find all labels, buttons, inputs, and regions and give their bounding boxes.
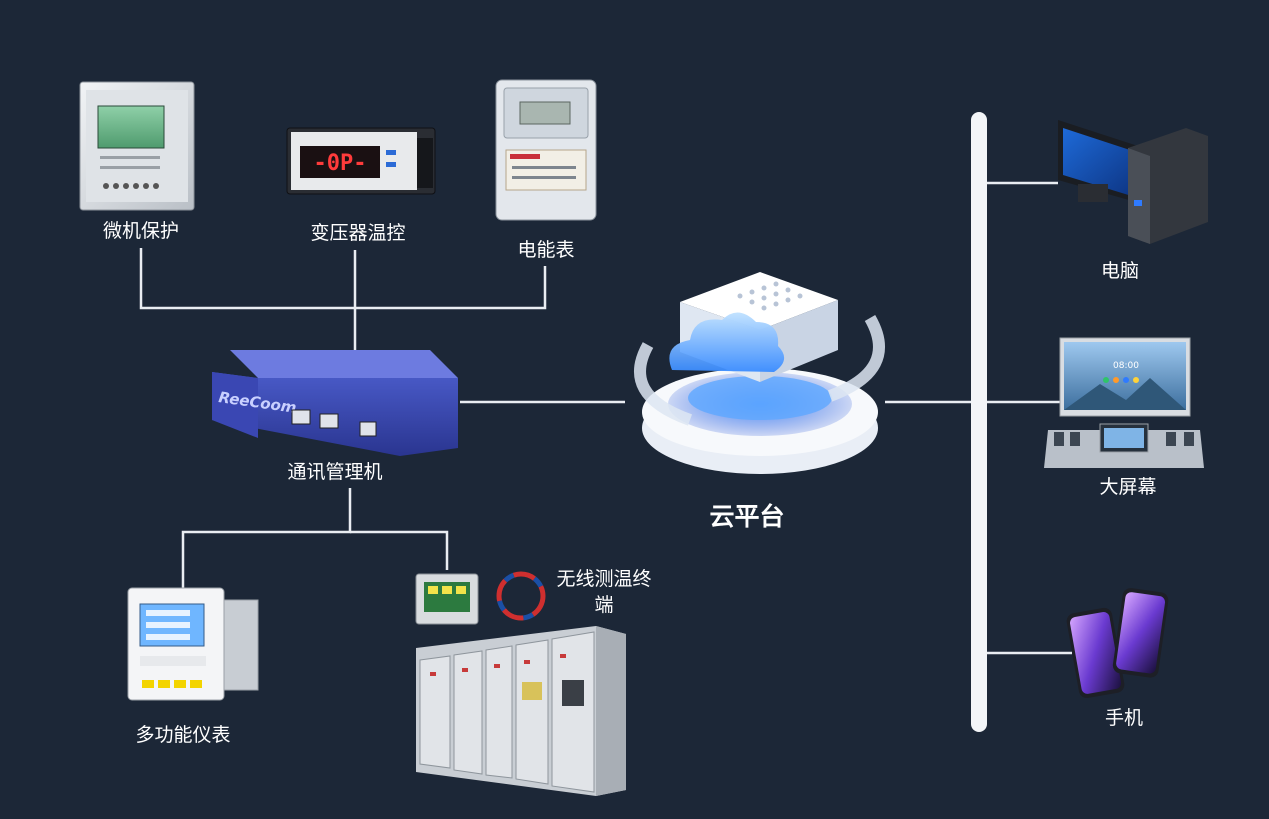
label-multifunction-meter: 多功能仪表 — [135, 724, 231, 746]
big-screen-graphic: 08:00 — [1044, 337, 1204, 468]
label-microcomputer-protection: 微机保护 — [102, 220, 180, 242]
label-comm-manager: 通讯管理机 — [287, 461, 383, 483]
transformer-temp-controller: -0P- — [286, 127, 436, 195]
switchgear-cabinet — [416, 626, 626, 796]
label-energy-meter: 电能表 — [517, 239, 575, 261]
line-manager-to-cabinet — [350, 530, 449, 570]
computer-graphic — [1058, 120, 1208, 244]
connection-lines — [139, 181, 1072, 655]
label-wireless-temp-terminal: 无线测温终端 — [556, 568, 652, 616]
line-top-devices — [139, 248, 547, 310]
cloud-platform-graphic — [634, 272, 885, 474]
client-bus-bar — [971, 112, 987, 732]
big-screen-time: 08:00 — [1113, 361, 1139, 371]
line-manager-to-meter — [181, 488, 352, 588]
multifunction-meter-device — [127, 587, 259, 701]
phone-graphic — [1066, 588, 1169, 699]
wireless-temp-terminal-device — [415, 571, 546, 625]
microcomputer-protection-device — [79, 81, 195, 211]
label-phone: 手机 — [1104, 707, 1144, 729]
label-cloud-platform: 云平台 — [709, 502, 785, 531]
comm-manager-device: ReeCoom — [212, 350, 458, 456]
energy-meter-device — [495, 79, 597, 221]
label-transformer-temp-control: 变压器温控 — [310, 222, 406, 244]
temp-display-text: -0P- — [314, 151, 367, 176]
label-big-screen: 大屏幕 — [1099, 476, 1157, 498]
label-computer: 电脑 — [1100, 260, 1140, 282]
